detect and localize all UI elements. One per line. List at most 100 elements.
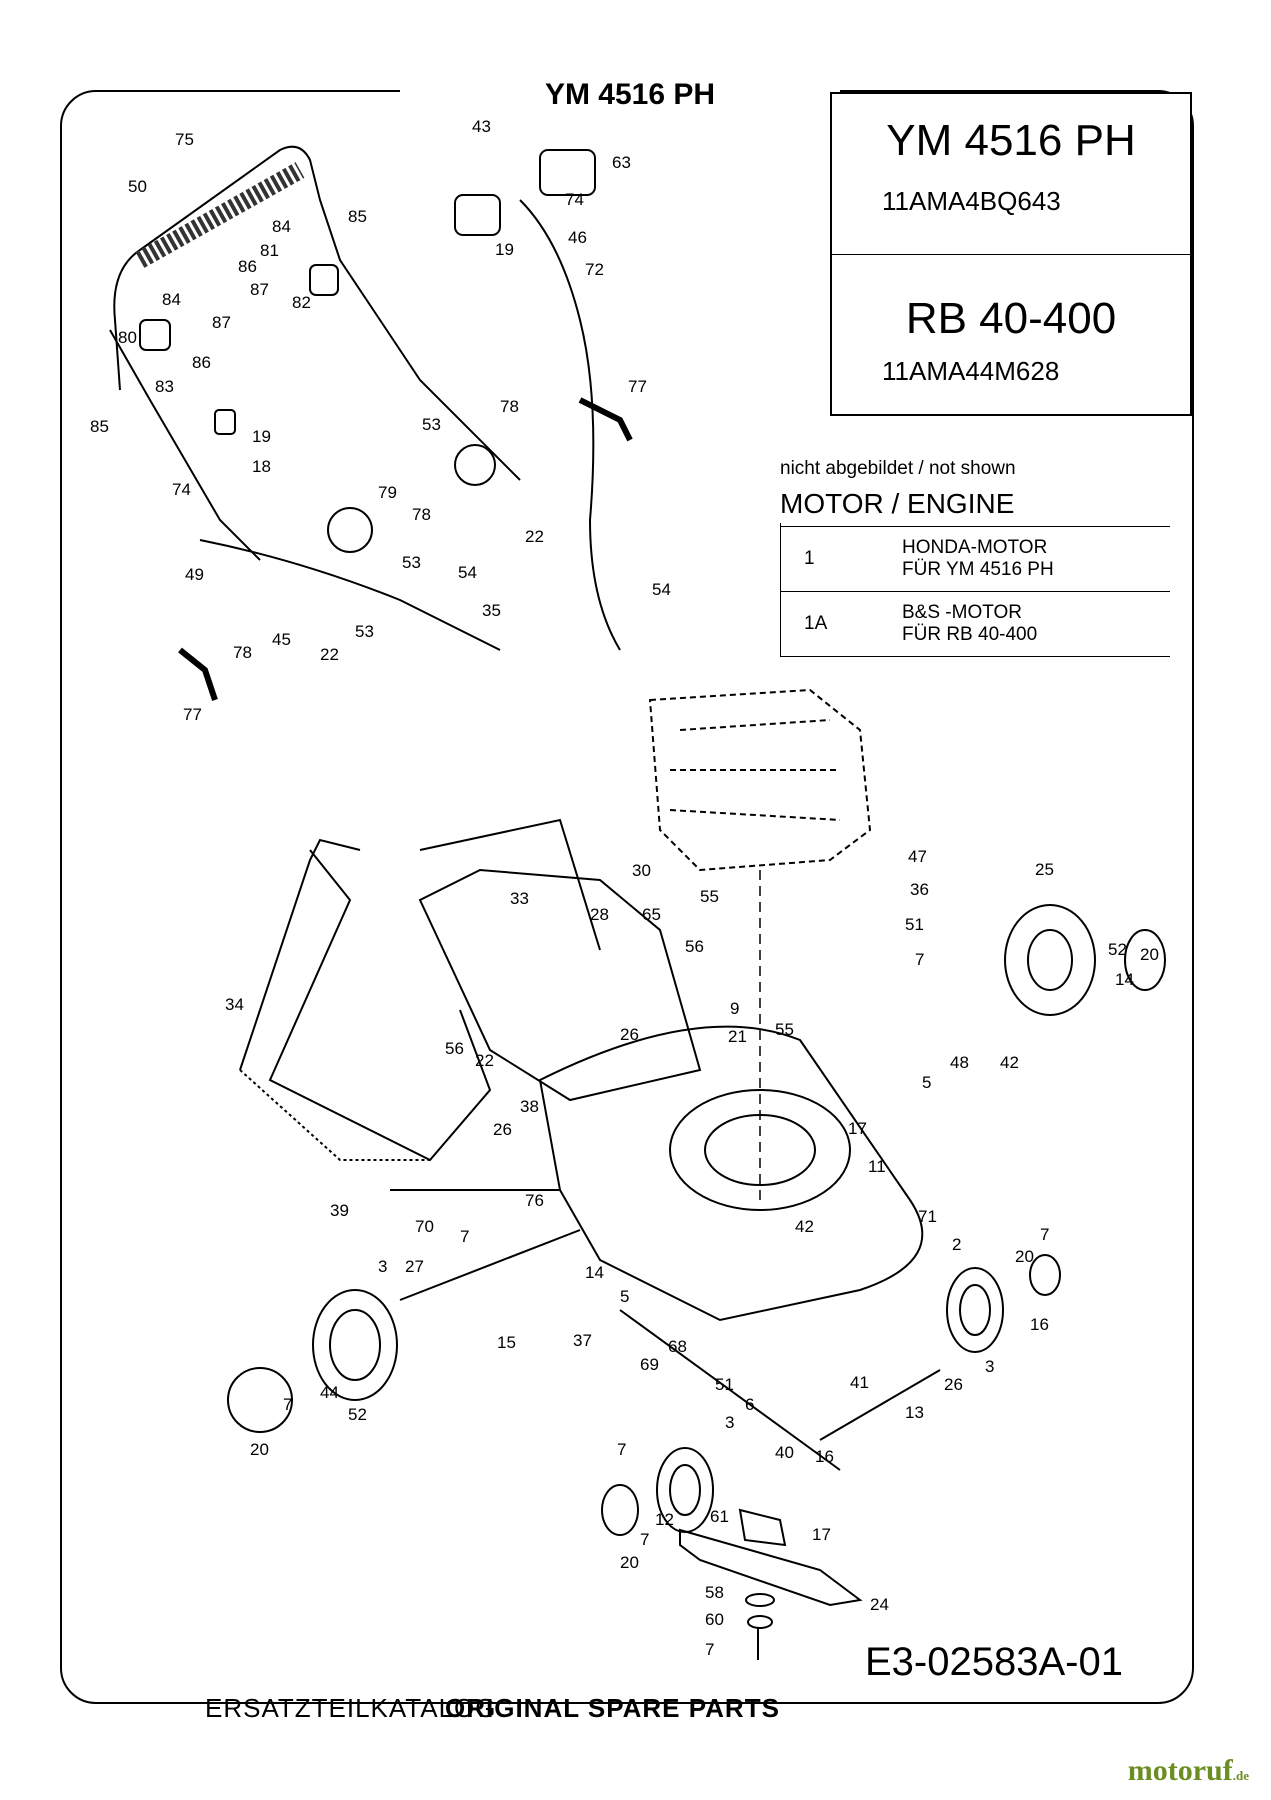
model-2-name: RB 40-400: [905, 294, 1117, 343]
part-label: 76: [525, 1191, 544, 1210]
part-label: 58: [705, 1583, 724, 1602]
part-label: 18: [252, 457, 271, 476]
part-label: 22: [320, 645, 339, 664]
wheel-drawings: [227, 904, 1166, 1536]
part-label: 17: [812, 1525, 831, 1544]
part-label: 86: [192, 353, 211, 372]
part-label: 56: [685, 937, 704, 956]
part-label: 41: [850, 1373, 869, 1392]
part-label: 22: [475, 1051, 494, 1070]
model-1-code: 11AMA4BQ643: [882, 186, 1061, 216]
table-row: 1 HONDA-MOTOR FÜR YM 4516 PH: [780, 527, 1170, 592]
part-label: 78: [412, 505, 431, 524]
part-label: 69: [640, 1355, 659, 1374]
part-label: 16: [815, 1447, 834, 1466]
part-label: 19: [495, 240, 514, 259]
part-label: 50: [128, 177, 147, 196]
part-label: 7: [1040, 1225, 1049, 1244]
part-label: 72: [585, 260, 604, 279]
part-label: 16: [1030, 1315, 1049, 1334]
part-label: 44: [320, 1383, 339, 1402]
part-label: 9: [730, 999, 739, 1018]
part-label: 51: [715, 1375, 734, 1394]
part-number-labels: 75 50 85 84 81 86 87 82 84 87 80 86 83 8…: [90, 117, 1159, 1659]
part-label: 68: [668, 1337, 687, 1356]
part-label: 55: [700, 887, 719, 906]
part-label: 75: [175, 130, 194, 149]
part-label: 17: [848, 1119, 867, 1138]
part-label: 54: [458, 563, 477, 582]
part-label: 46: [568, 228, 587, 247]
engine-row-num: 1A: [780, 591, 898, 657]
part-label: 85: [90, 417, 109, 436]
part-label: 83: [155, 377, 174, 396]
engine-row-desc: B&S -MOTOR: [902, 602, 1022, 623]
part-label: 14: [585, 1263, 604, 1282]
part-label: 78: [233, 643, 252, 662]
part-label: 7: [640, 1530, 649, 1549]
part-label: 54: [652, 580, 671, 599]
part-label: 13: [905, 1403, 924, 1422]
part-label: 27: [405, 1257, 424, 1276]
part-label: 33: [510, 889, 529, 908]
model-box-divider: [832, 254, 1190, 255]
part-label: 38: [520, 1097, 539, 1116]
part-label: 81: [260, 241, 279, 260]
part-label: 70: [415, 1217, 434, 1236]
engine-row-desc: FÜR YM 4516 PH: [902, 559, 1054, 580]
part-label: 52: [1108, 940, 1127, 959]
engine-row-num: 1: [780, 527, 898, 592]
part-label: 37: [573, 1331, 592, 1350]
blade-drawing: [679, 1508, 863, 1660]
part-label: 20: [250, 1440, 269, 1459]
table-left-border: [780, 523, 781, 657]
part-label: 35: [482, 601, 501, 620]
part-label: 77: [183, 705, 202, 724]
document-id: E3-02583A-01: [865, 1640, 1123, 1684]
part-label: 56: [445, 1039, 464, 1058]
part-label: 86: [238, 257, 257, 276]
footer-spare-parts-text: ORIGINAL SPARE PARTS: [445, 1693, 780, 1723]
part-label: 82: [292, 293, 311, 312]
upper-handle-drawing: [109, 145, 521, 701]
engine-outline-drawing: [648, 688, 872, 872]
part-label: 61: [710, 1507, 729, 1526]
part-label: 24: [870, 1595, 889, 1614]
part-label: 36: [910, 880, 929, 899]
part-label: 51: [905, 915, 924, 934]
part-label: 7: [283, 1395, 292, 1414]
part-label: 26: [944, 1375, 963, 1394]
part-label: 5: [620, 1287, 629, 1306]
brand-tld: .de: [1232, 1768, 1249, 1783]
part-label: 3: [378, 1257, 387, 1276]
model-info-box: YM 4516 PH 11AMA4BQ643 RB 40-400 11AMA44…: [830, 92, 1192, 416]
part-label: 43: [472, 117, 491, 136]
brand-logo[interactable]: motoruf.de: [1128, 1754, 1249, 1788]
part-label: 6: [745, 1395, 754, 1414]
part-label: 25: [1035, 860, 1054, 879]
part-label: 26: [620, 1025, 639, 1044]
part-label: 53: [422, 415, 441, 434]
part-label: 2: [952, 1235, 961, 1254]
part-label: 14: [1115, 970, 1134, 989]
part-label: 84: [162, 290, 181, 309]
part-label: 26: [493, 1120, 512, 1139]
part-label: 55: [775, 1020, 794, 1039]
part-label: 65: [642, 905, 661, 924]
part-label: 60: [705, 1610, 724, 1629]
not-shown-caption: nicht abgebildet / not shown: [780, 458, 1016, 479]
part-label: 52: [348, 1405, 367, 1424]
part-label: 53: [402, 553, 421, 572]
part-label: 7: [460, 1227, 469, 1246]
part-label: 34: [225, 995, 244, 1014]
part-label: 45: [272, 630, 291, 649]
part-label: 71: [918, 1207, 937, 1226]
part-label: 3: [725, 1413, 734, 1432]
part-label: 79: [378, 483, 397, 502]
page-title: YM 4516 PH: [420, 78, 840, 112]
part-label: 11: [868, 1157, 886, 1176]
model-1-name: YM 4516 PH: [886, 116, 1136, 165]
part-label: 48: [950, 1053, 969, 1072]
brand-name: motoruf: [1127, 1754, 1233, 1787]
